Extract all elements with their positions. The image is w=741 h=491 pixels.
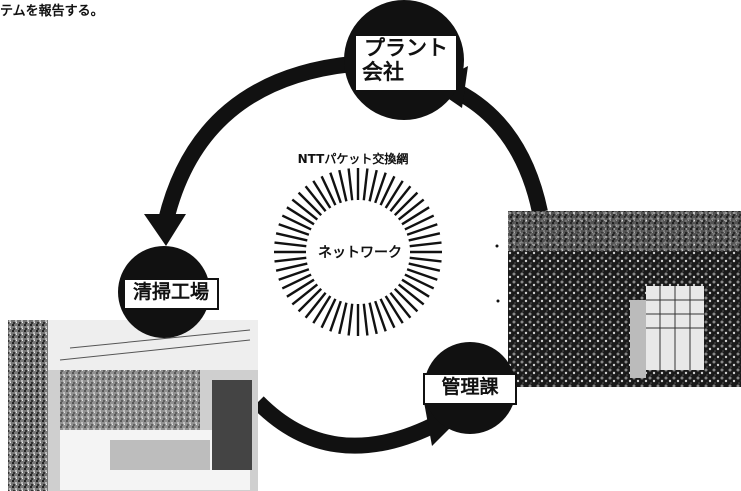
arrow-management-to-plant: [454, 84, 548, 214]
network-ray: [397, 283, 425, 306]
arrow-cleaning-to-management: [252, 396, 436, 454]
network-ray: [312, 180, 332, 209]
network-ray: [362, 303, 369, 336]
network-ray: [329, 172, 342, 204]
network-ray: [274, 241, 307, 248]
network-ray: [406, 268, 438, 281]
network-ray: [286, 278, 315, 298]
network-ray: [320, 175, 337, 206]
plant-company-label: プラント 会社: [356, 36, 456, 84]
network-ray: [297, 191, 323, 217]
network-ray: [384, 180, 404, 209]
network-ray: [286, 206, 315, 226]
plant-company-label-line2: 会社: [362, 60, 404, 85]
network-ray: [275, 232, 308, 242]
network-sunburst: [274, 168, 442, 336]
network-ray: [393, 287, 419, 313]
network-ray: [347, 168, 354, 201]
network-ray: [368, 169, 378, 202]
network-ray: [408, 262, 441, 272]
network-ray: [379, 298, 396, 329]
network-ray: [281, 273, 312, 290]
network-ray: [404, 214, 435, 231]
network-ray: [362, 168, 369, 201]
network-ray: [338, 302, 348, 335]
network-ray: [304, 291, 327, 319]
network-ray: [409, 256, 442, 263]
management-section-label: 管理課: [441, 376, 499, 398]
network-ray: [374, 300, 387, 332]
network-ray: [409, 241, 442, 248]
network-ray: [393, 191, 419, 217]
network-center-label: ネットワーク: [318, 245, 402, 261]
network-ray: [368, 302, 378, 335]
network-ray: [384, 295, 404, 324]
top-caption: テムを報告する。: [0, 4, 104, 19]
network-ray: [297, 287, 323, 313]
network-ray: [304, 185, 327, 213]
network-ray: [347, 303, 354, 336]
network-ray: [401, 206, 430, 226]
network-ray: [397, 198, 425, 221]
network-ray: [291, 198, 319, 221]
cleaning-plant-label: 清掃工場: [132, 281, 209, 303]
network-ray: [291, 283, 319, 306]
network-ray: [389, 185, 412, 213]
network-ray: [312, 295, 332, 324]
network-ray: [374, 172, 387, 204]
network-ray: [320, 298, 337, 329]
network-ray: [329, 300, 342, 332]
network-ray: [275, 262, 308, 272]
network-ray: [408, 232, 441, 242]
network-ray: [278, 223, 310, 236]
arrow-plant-to-cleaning: [158, 56, 353, 222]
plant-company-label-line1: プラント: [364, 36, 448, 60]
network-ray: [274, 256, 307, 263]
network-title: NTTパケット交換網: [297, 152, 409, 166]
network-ray: [278, 268, 310, 281]
network-ray: [401, 278, 430, 298]
network-ray: [379, 175, 396, 206]
arrow-head-plant-to-cleaning: [144, 214, 186, 246]
network-ray: [404, 273, 435, 290]
network-ray: [389, 291, 412, 319]
network-ray: [338, 169, 348, 202]
network-ray: [281, 214, 312, 231]
network-ray: [406, 223, 438, 236]
